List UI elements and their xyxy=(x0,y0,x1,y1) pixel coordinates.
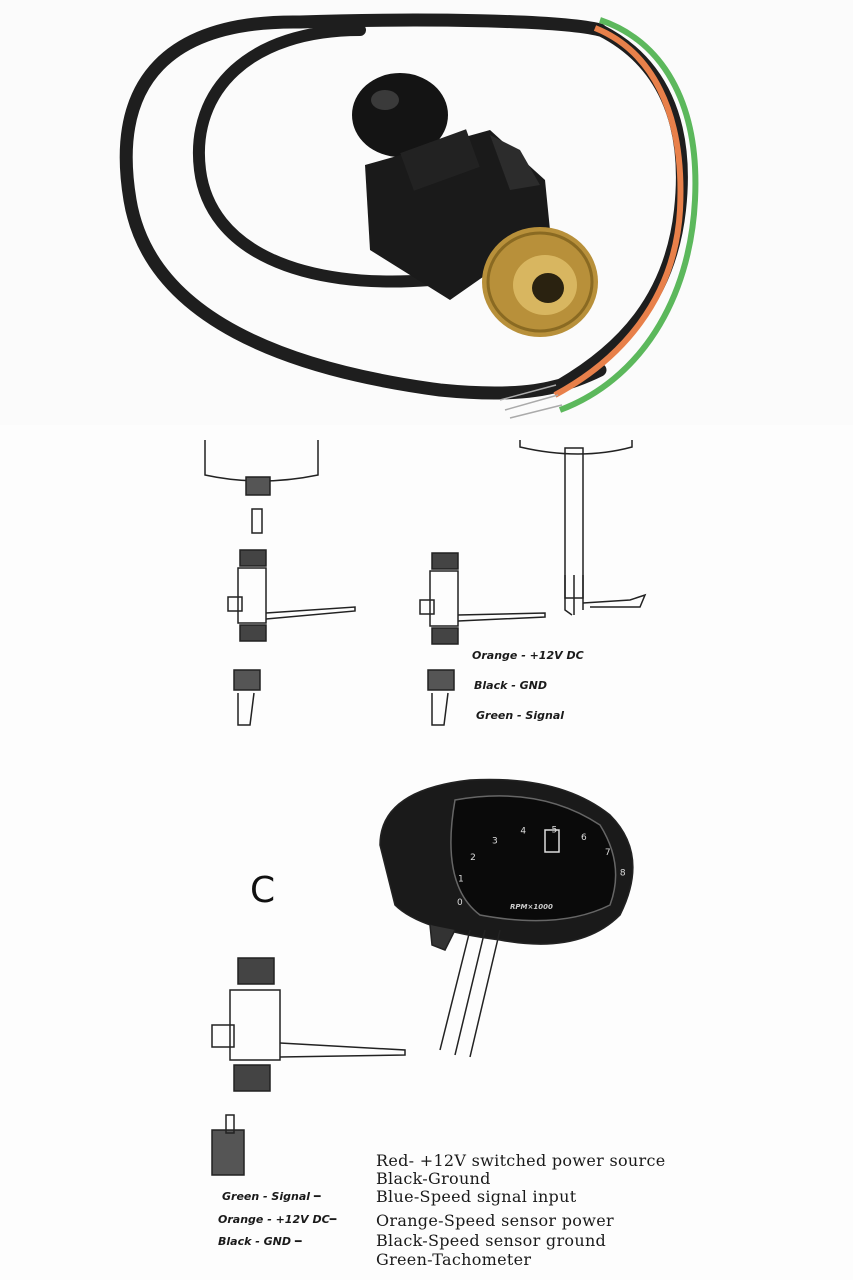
right-legend-black-ground: Black-Ground xyxy=(376,1169,491,1188)
right-legend-black-sensor: Black-Speed sensor ground xyxy=(376,1231,607,1250)
bottom-legend-orange: Orange - +12V DC━ xyxy=(218,1213,337,1226)
assembly-bottom xyxy=(211,957,406,1176)
green-wire xyxy=(558,17,699,413)
gauge-tick-label: 7 xyxy=(605,848,611,858)
gauge-tick-label: 4 xyxy=(520,827,526,837)
wiring-diagram: 0 1 2 3 4 5 6 7 8 RPM×1000 Orange - +12V DC Blac… xyxy=(0,425,853,1280)
gauge-tick-label: 6 xyxy=(581,833,587,843)
gauge-tick-label: 2 xyxy=(470,853,476,863)
legend-black: Black - GND xyxy=(474,679,548,692)
section-letter: C xyxy=(250,870,276,911)
gauge-tick-label: 5 xyxy=(552,826,558,836)
assembly-top-right xyxy=(419,440,647,726)
gauge-scale-label: RPM×1000 xyxy=(510,903,553,911)
right-legend-blue: Blue-Speed signal input xyxy=(376,1187,577,1206)
bottom-legend-black: Black - GND ━ xyxy=(218,1235,302,1248)
right-legend-red: Red- +12V switched power source xyxy=(376,1151,666,1170)
sensor-photo xyxy=(0,0,853,425)
wire-ends xyxy=(499,384,563,419)
bottom-legend-green: Green - Signal ━ xyxy=(222,1190,321,1203)
gauge-tick-label: 1 xyxy=(458,874,464,884)
gauge-tick-label: 0 xyxy=(457,898,463,908)
tachometer-gauge xyxy=(379,778,634,1058)
assembly-top-left xyxy=(204,440,356,726)
wiring-diagram-drawing: 0 1 2 3 4 5 6 7 8 xyxy=(204,440,647,1176)
right-legend-green: Green-Tachometer xyxy=(376,1250,532,1269)
legend-orange: Orange - +12V DC xyxy=(472,649,584,662)
sensor-photo-drawing xyxy=(119,13,699,419)
orange-wire xyxy=(553,25,684,398)
legend-green: Green - Signal xyxy=(476,709,565,722)
brass-fitting xyxy=(482,227,598,337)
right-legend-orange: Orange-Speed sensor power xyxy=(376,1211,614,1230)
gauge-tick-label: 3 xyxy=(492,836,498,846)
gauge-tick-label: 8 xyxy=(620,869,626,879)
